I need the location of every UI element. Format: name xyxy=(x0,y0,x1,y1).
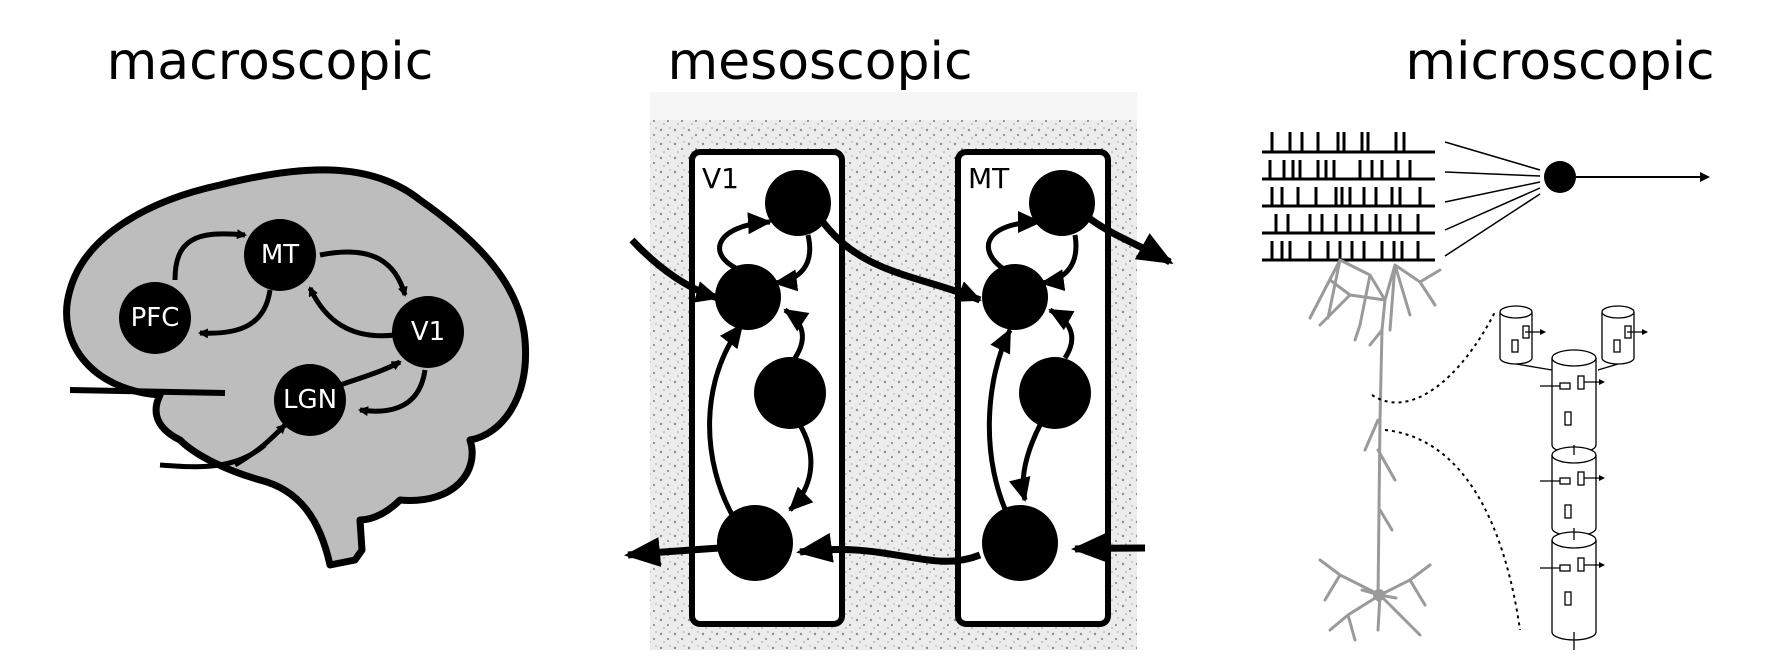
compartment-left-dendrite xyxy=(1499,305,1546,365)
brain-panel: PFC MT V1 LGN xyxy=(63,166,530,569)
v1-output-feedback-arrow xyxy=(624,537,721,567)
compartment-soma-upper xyxy=(1540,349,1605,454)
mesoscopic-panel: V1 MT xyxy=(624,92,1174,650)
mt-layer4-neuron xyxy=(982,264,1048,330)
mt-feedback-input-arrow xyxy=(1071,532,1146,563)
mt-layer5-neuron xyxy=(1019,357,1091,429)
node-mt: MT xyxy=(244,219,316,291)
mt-to-pfc-arrow xyxy=(198,289,273,339)
v1-to-mt-feedforward-arrow xyxy=(817,215,982,304)
node-pfc-label: PFC xyxy=(131,303,180,333)
microscopic-panel xyxy=(1262,132,1710,650)
v1-input-arrow xyxy=(629,237,720,303)
mt-l23-to-l4-arrow xyxy=(1040,234,1079,292)
v1-l23-to-l4-arrow xyxy=(773,234,813,292)
v1-l5-to-l4-arrow xyxy=(783,307,810,360)
mt-layer23-neuron xyxy=(1029,170,1095,236)
compartment-right-dendrite xyxy=(1601,305,1648,365)
mt-l4-to-l23-arrow xyxy=(985,211,1042,273)
lgn-to-v1-arrow xyxy=(339,359,402,388)
column-v1-label: V1 xyxy=(702,162,739,195)
mesoscopic-title: mesoscopic xyxy=(667,32,973,92)
v1-layer23-neuron xyxy=(765,170,831,236)
node-v1: V1 xyxy=(392,296,464,368)
spike-convergence-lines xyxy=(1444,141,1541,257)
v1-layer5-neuron xyxy=(754,357,826,429)
mt-output-arrow xyxy=(1082,212,1174,266)
v1-l4-to-l23-arrow xyxy=(717,212,772,273)
mt-l6-to-l4-arrow xyxy=(986,328,1013,522)
v1-l5-to-l6-arrow xyxy=(788,423,814,512)
mt-l5-to-l4-arrow xyxy=(1048,307,1075,360)
node-lgn: LGN xyxy=(274,364,346,436)
v1-l6-to-l4-arrow xyxy=(707,323,744,522)
v1-layer6-neuron xyxy=(717,505,793,581)
brain-sulcus xyxy=(69,387,226,396)
node-mt-label: MT xyxy=(261,240,299,270)
column-mt-label: MT xyxy=(968,162,1010,195)
spike-trains xyxy=(1262,132,1435,262)
mt-to-v1-arrow xyxy=(319,249,408,297)
point-neuron xyxy=(1544,161,1576,193)
v1-layer4-neuron xyxy=(715,264,781,330)
node-pfc: PFC xyxy=(119,282,191,354)
macroscopic-title: macroscopic xyxy=(106,32,434,92)
pyramidal-soma xyxy=(1373,589,1385,601)
microscopic-title: microscopic xyxy=(1405,32,1715,92)
mt-to-v1-feedback-arrow xyxy=(796,532,982,565)
node-v1-label: V1 xyxy=(411,317,445,347)
zoom-line-upper xyxy=(1371,311,1496,404)
zoom-line-lower xyxy=(1384,429,1521,631)
v1-to-mt-arrow xyxy=(307,286,396,339)
pfc-to-mt-arrow xyxy=(172,229,247,281)
node-lgn-label: LGN xyxy=(283,385,337,415)
input-to-lgn-arrow xyxy=(233,423,287,468)
mt-l5-to-l6-arrow xyxy=(1009,423,1043,502)
tissue-top-band xyxy=(650,92,1137,120)
compartment-model xyxy=(1499,305,1648,650)
compartment-lower xyxy=(1540,531,1605,641)
compartment-mid xyxy=(1540,446,1605,537)
pyramidal-neuron xyxy=(1308,258,1442,642)
mt-layer6-neuron xyxy=(982,505,1058,581)
v1-to-lgn-arrow xyxy=(358,369,428,417)
